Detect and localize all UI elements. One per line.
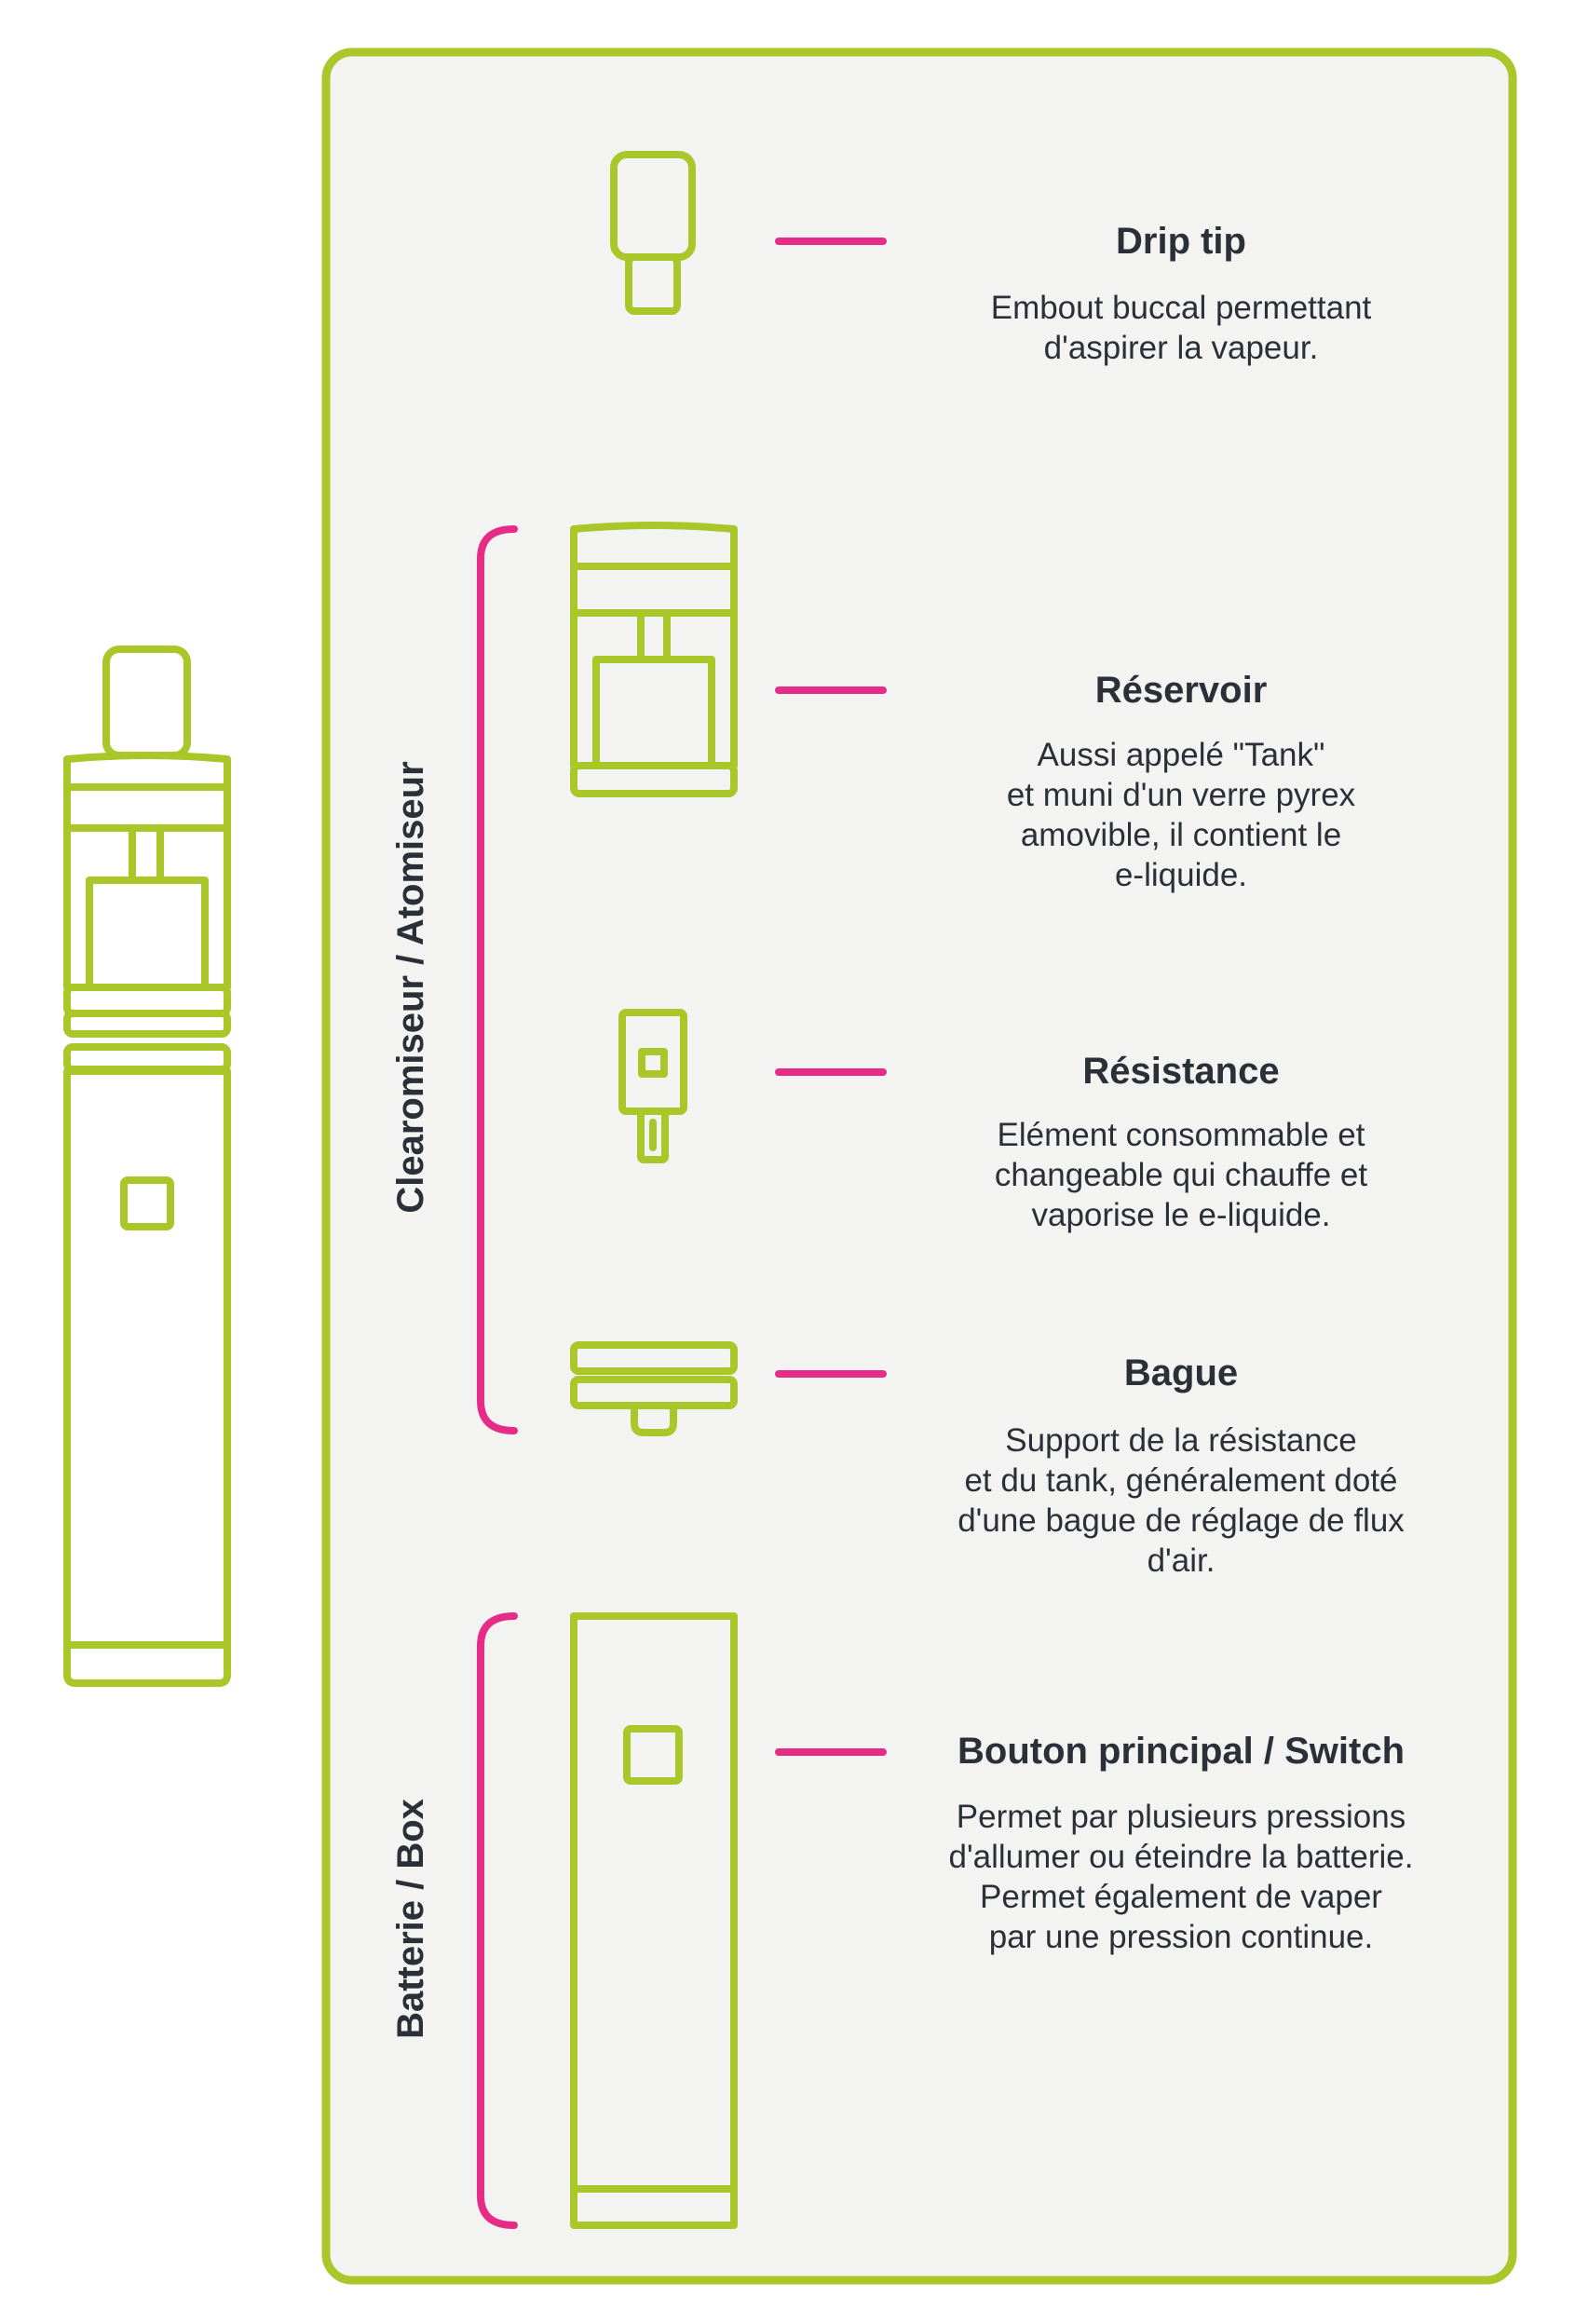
- ring-icon: [570, 1341, 738, 1436]
- group-label-clearomiseur: Clearomiseur / Atomiseur: [390, 761, 431, 1214]
- part-title-switch: Bouton principal / Switch: [957, 1731, 1405, 1772]
- coil-icon: [618, 1009, 687, 1163]
- part-description-drip-tip: Embout buccal permettant d'aspirer la va…: [990, 290, 1372, 366]
- part-title-resistance: Résistance: [1082, 1051, 1280, 1092]
- part-description-bague: Support de la résistance et du tank, gén…: [957, 1422, 1405, 1579]
- part-title-drip-tip: Drip tip: [1116, 221, 1246, 262]
- part-title-bague: Bague: [1123, 1352, 1239, 1393]
- bracket-clearomiseur: [477, 525, 518, 1434]
- battery-icon: [570, 1612, 738, 2229]
- part-title-reservoir: Réservoir: [1094, 670, 1268, 711]
- part-description-switch: Permet par plusieurs pressions d'allumer…: [948, 1799, 1414, 1955]
- full-vape-icon: [63, 646, 231, 1687]
- bracket-batterie: [477, 1612, 518, 2229]
- group-label-batterie: Batterie / Box: [390, 1799, 431, 2039]
- tank-icon: [570, 522, 738, 797]
- drip-tip-icon: [610, 151, 696, 315]
- part-description-resistance: Elément consommable et changeable qui ch…: [994, 1117, 1368, 1233]
- part-description-reservoir: Aussi appelé "Tank" et muni d'un verre p…: [1006, 737, 1356, 893]
